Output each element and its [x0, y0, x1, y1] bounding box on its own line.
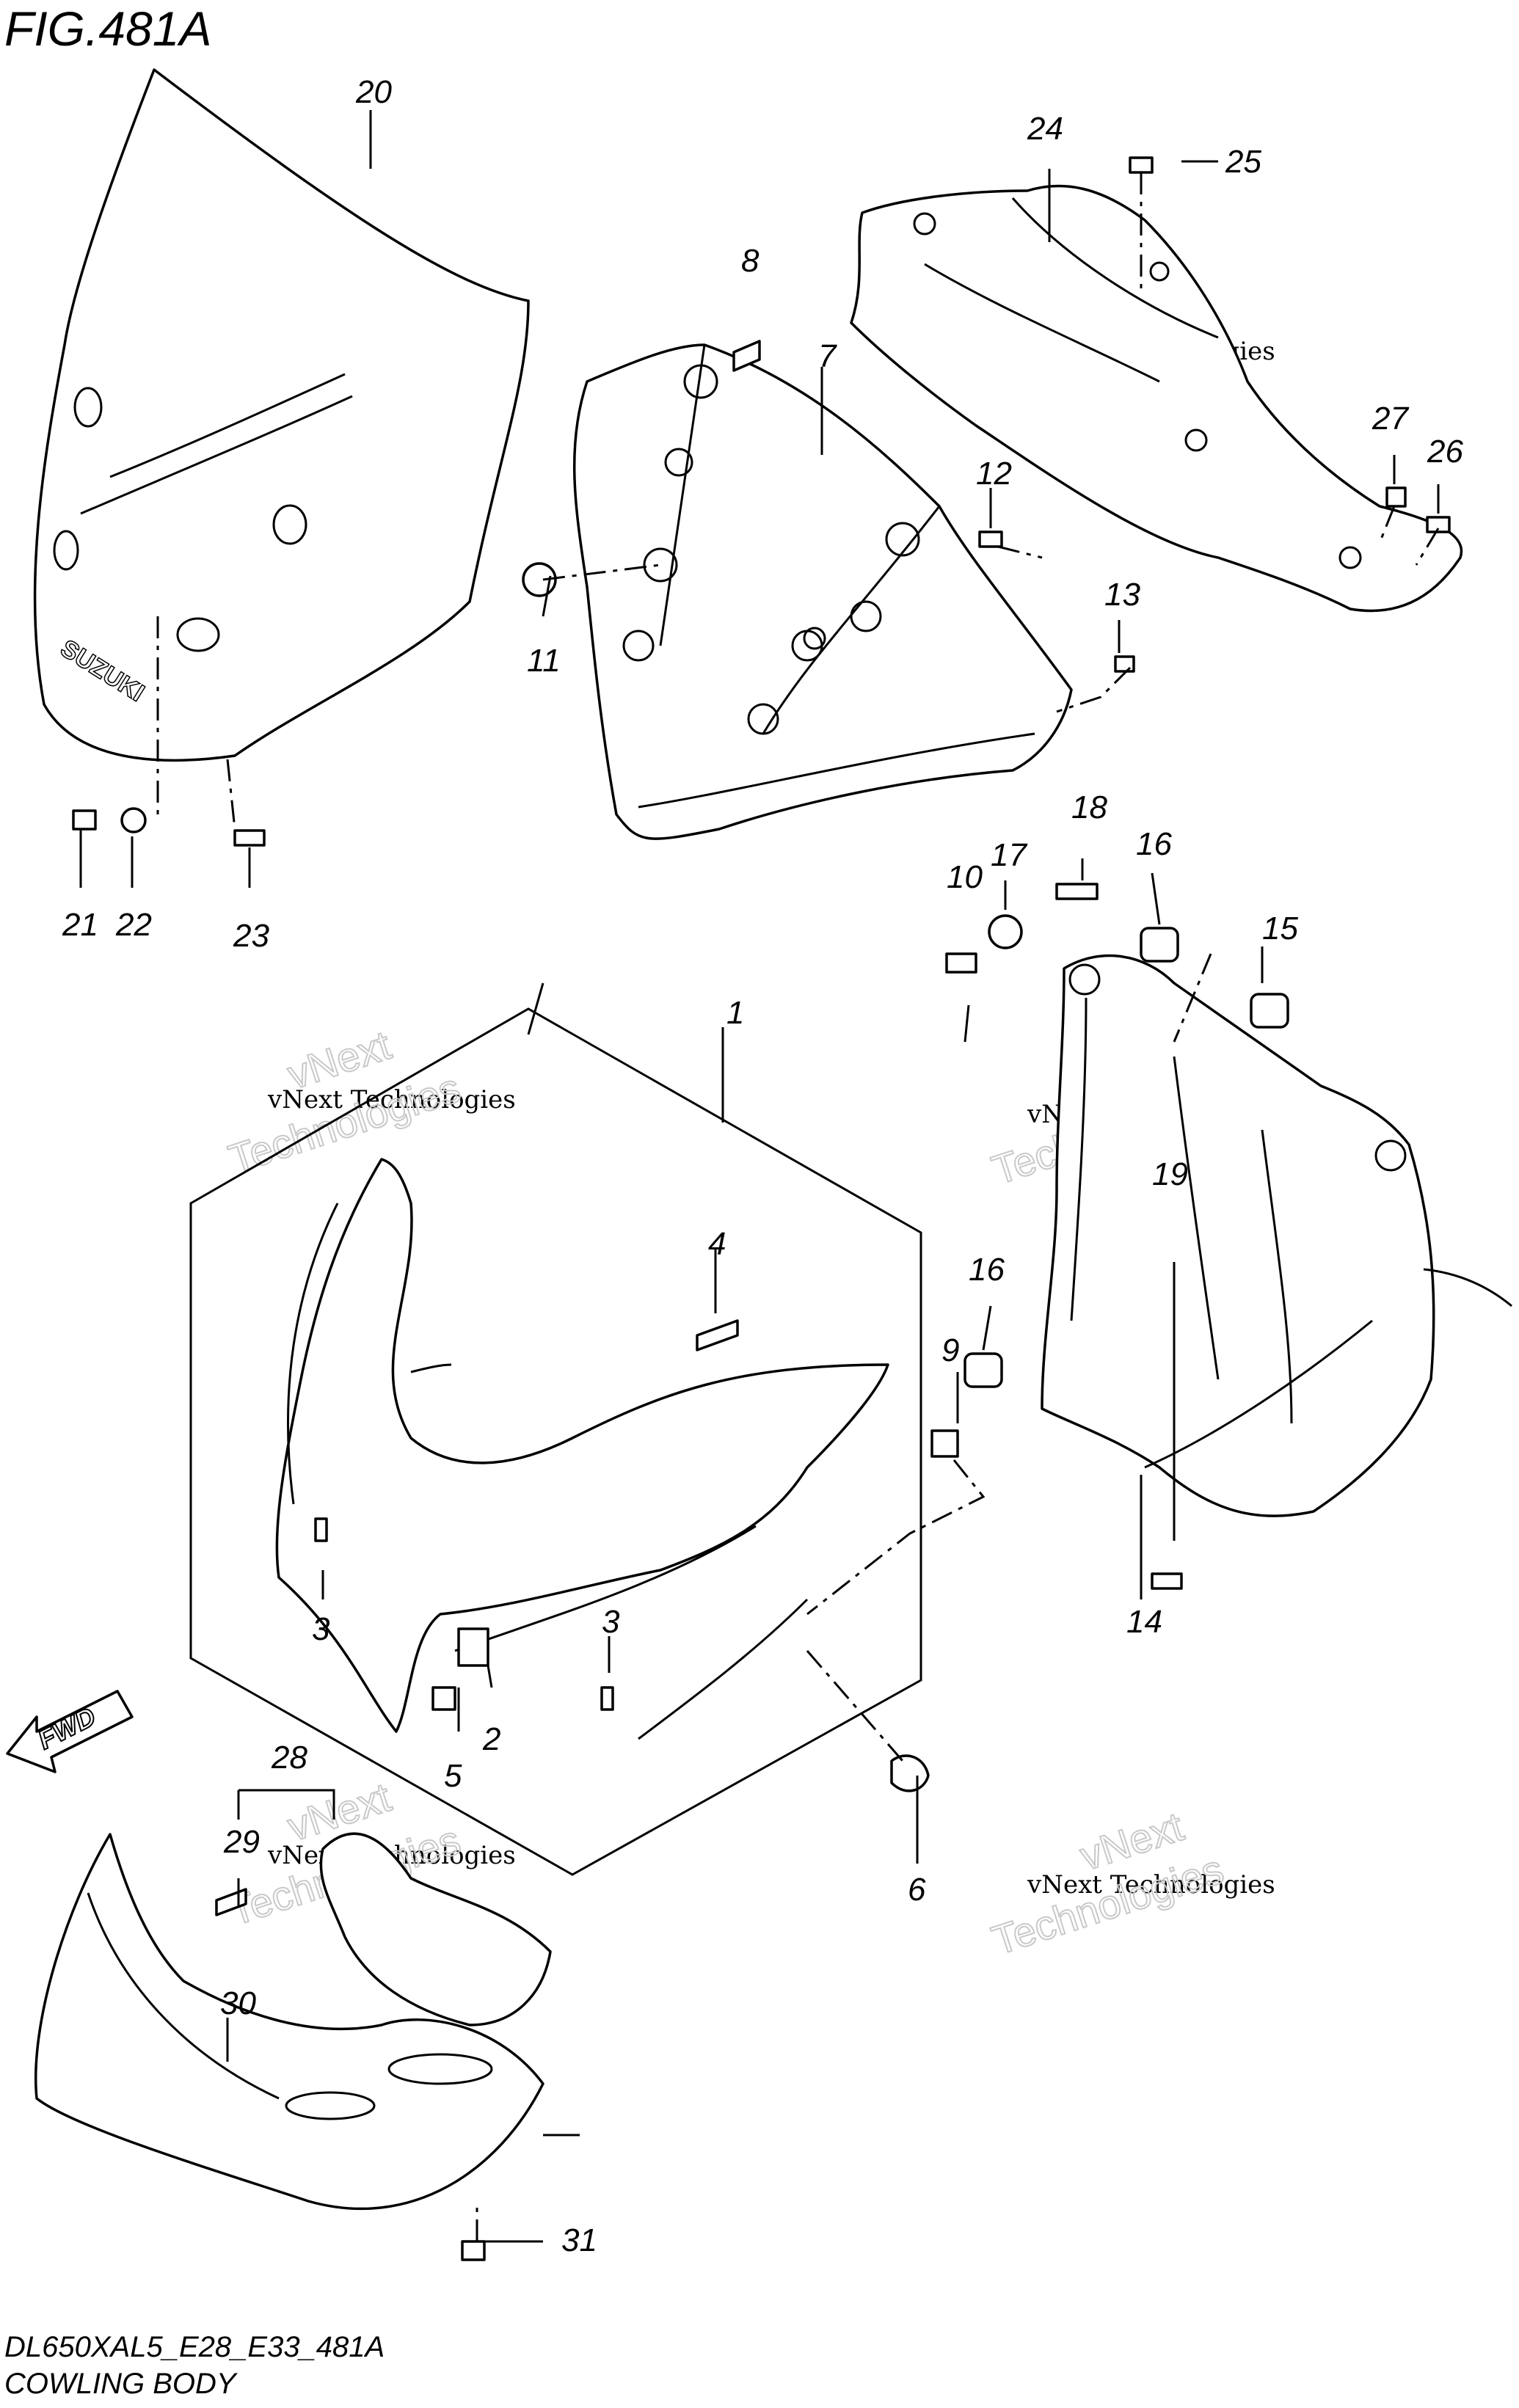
nut-9	[930, 1429, 959, 1458]
cowling-part	[275, 1158, 889, 1740]
callout-27: 27	[1372, 401, 1409, 437]
nut-10	[945, 952, 977, 974]
callout-24: 24	[1027, 111, 1063, 147]
figure-title: FIG.481A	[4, 1, 211, 56]
callout-14: 14	[1126, 1604, 1162, 1640]
watermark-text: vNext Technologies	[267, 1085, 516, 1114]
hardware-group	[72, 156, 1451, 2261]
callout-15: 15	[1262, 911, 1298, 946]
screw-26	[1426, 516, 1451, 533]
screw-13	[1114, 655, 1135, 673]
callout-25: 25	[1225, 144, 1261, 180]
screw-18	[1055, 883, 1099, 900]
clip-12	[978, 530, 1003, 548]
label-3-left	[314, 1517, 328, 1542]
callout-2: 2	[482, 1721, 500, 1757]
callout-3-left: 3	[312, 1611, 330, 1647]
label-3-right	[600, 1686, 614, 1711]
grommet-16-lower	[964, 1352, 1003, 1388]
grommet-16-upper	[1140, 927, 1179, 963]
callout-6: 6	[908, 1872, 926, 1908]
callout-7: 7	[818, 338, 837, 374]
fastener-5	[431, 1686, 456, 1711]
leader-lines	[79, 110, 1440, 2243]
callout-20: 20	[355, 74, 392, 110]
callout-19: 19	[1152, 1156, 1188, 1192]
callout-28: 28	[271, 1740, 307, 1776]
callout-30: 30	[220, 1985, 256, 2021]
bolt-23	[233, 829, 266, 847]
callout-13: 13	[1104, 577, 1140, 613]
callout-9: 9	[941, 1332, 959, 1368]
callout-23: 23	[233, 918, 269, 954]
bolt-19	[1151, 1572, 1183, 1590]
lower-cowl-part	[34, 1832, 552, 2211]
callout-21: 21	[62, 907, 98, 943]
callout-12: 12	[976, 456, 1012, 492]
callout-31: 31	[561, 2222, 597, 2258]
fwd-arrow-icon: FWD	[6, 1690, 134, 1773]
upper-housing-part	[572, 343, 1073, 840]
cowling-assembly-box	[189, 1007, 922, 1876]
nut-17	[988, 914, 1023, 949]
callout-16-lower: 16	[969, 1252, 1005, 1288]
callout-11: 11	[527, 643, 561, 679]
watermark-text: vNext Technologies	[1027, 1870, 1275, 1900]
clip-27	[1385, 486, 1407, 508]
dash-lines	[156, 172, 1440, 2241]
bolt-6	[890, 1754, 930, 1792]
callout-17: 17	[991, 837, 1027, 873]
callout-4: 4	[708, 1226, 726, 1262]
screw-21	[72, 809, 97, 831]
label-2	[457, 1627, 489, 1667]
cushion-15	[1250, 993, 1289, 1029]
model-code: DL650XAL5_E28_E33_481A	[4, 2331, 385, 2363]
callout-8: 8	[741, 243, 760, 279]
bracket-frame-part	[1041, 954, 1512, 1517]
callout-5: 5	[444, 1758, 462, 1794]
callout-29: 29	[223, 1824, 260, 1860]
callout-labels: 1 2 3 3 4 5 6 7 8 9 10 11 12 13 14 15 16…	[62, 74, 1463, 2258]
washer-22	[120, 807, 147, 833]
fastener-31	[461, 2240, 486, 2261]
label-4	[696, 1319, 739, 1351]
windscreen-part: SUZUKI	[33, 68, 530, 762]
inner-panel-part	[850, 184, 1463, 613]
callout-3-right: 3	[602, 1604, 620, 1640]
callout-26: 26	[1427, 434, 1463, 470]
screw-25	[1129, 156, 1154, 174]
callout-18: 18	[1071, 789, 1107, 825]
diagram-caption: COWLING BODY	[4, 2368, 238, 2400]
callout-1: 1	[726, 995, 744, 1031]
callout-10: 10	[947, 859, 983, 895]
callout-16-upper: 16	[1136, 826, 1172, 862]
callout-22: 22	[115, 907, 152, 943]
label-8	[732, 340, 761, 372]
